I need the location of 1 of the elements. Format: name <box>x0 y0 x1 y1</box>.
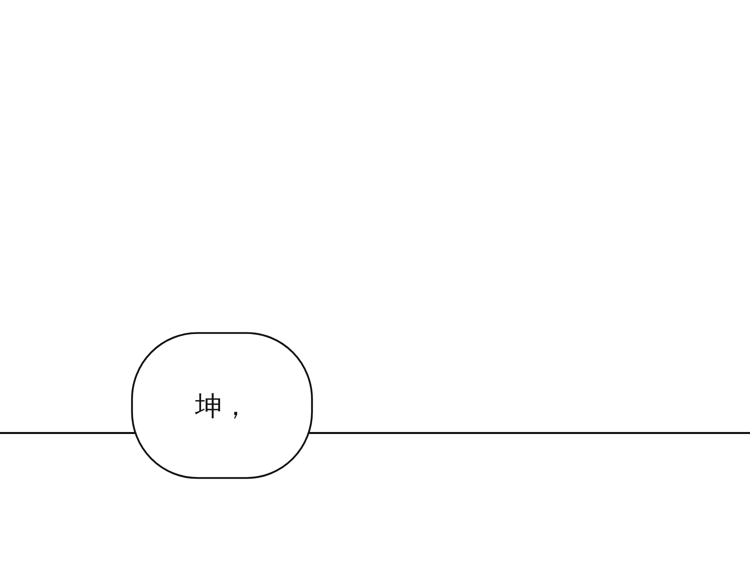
speech-text: 坤， <box>195 390 249 424</box>
